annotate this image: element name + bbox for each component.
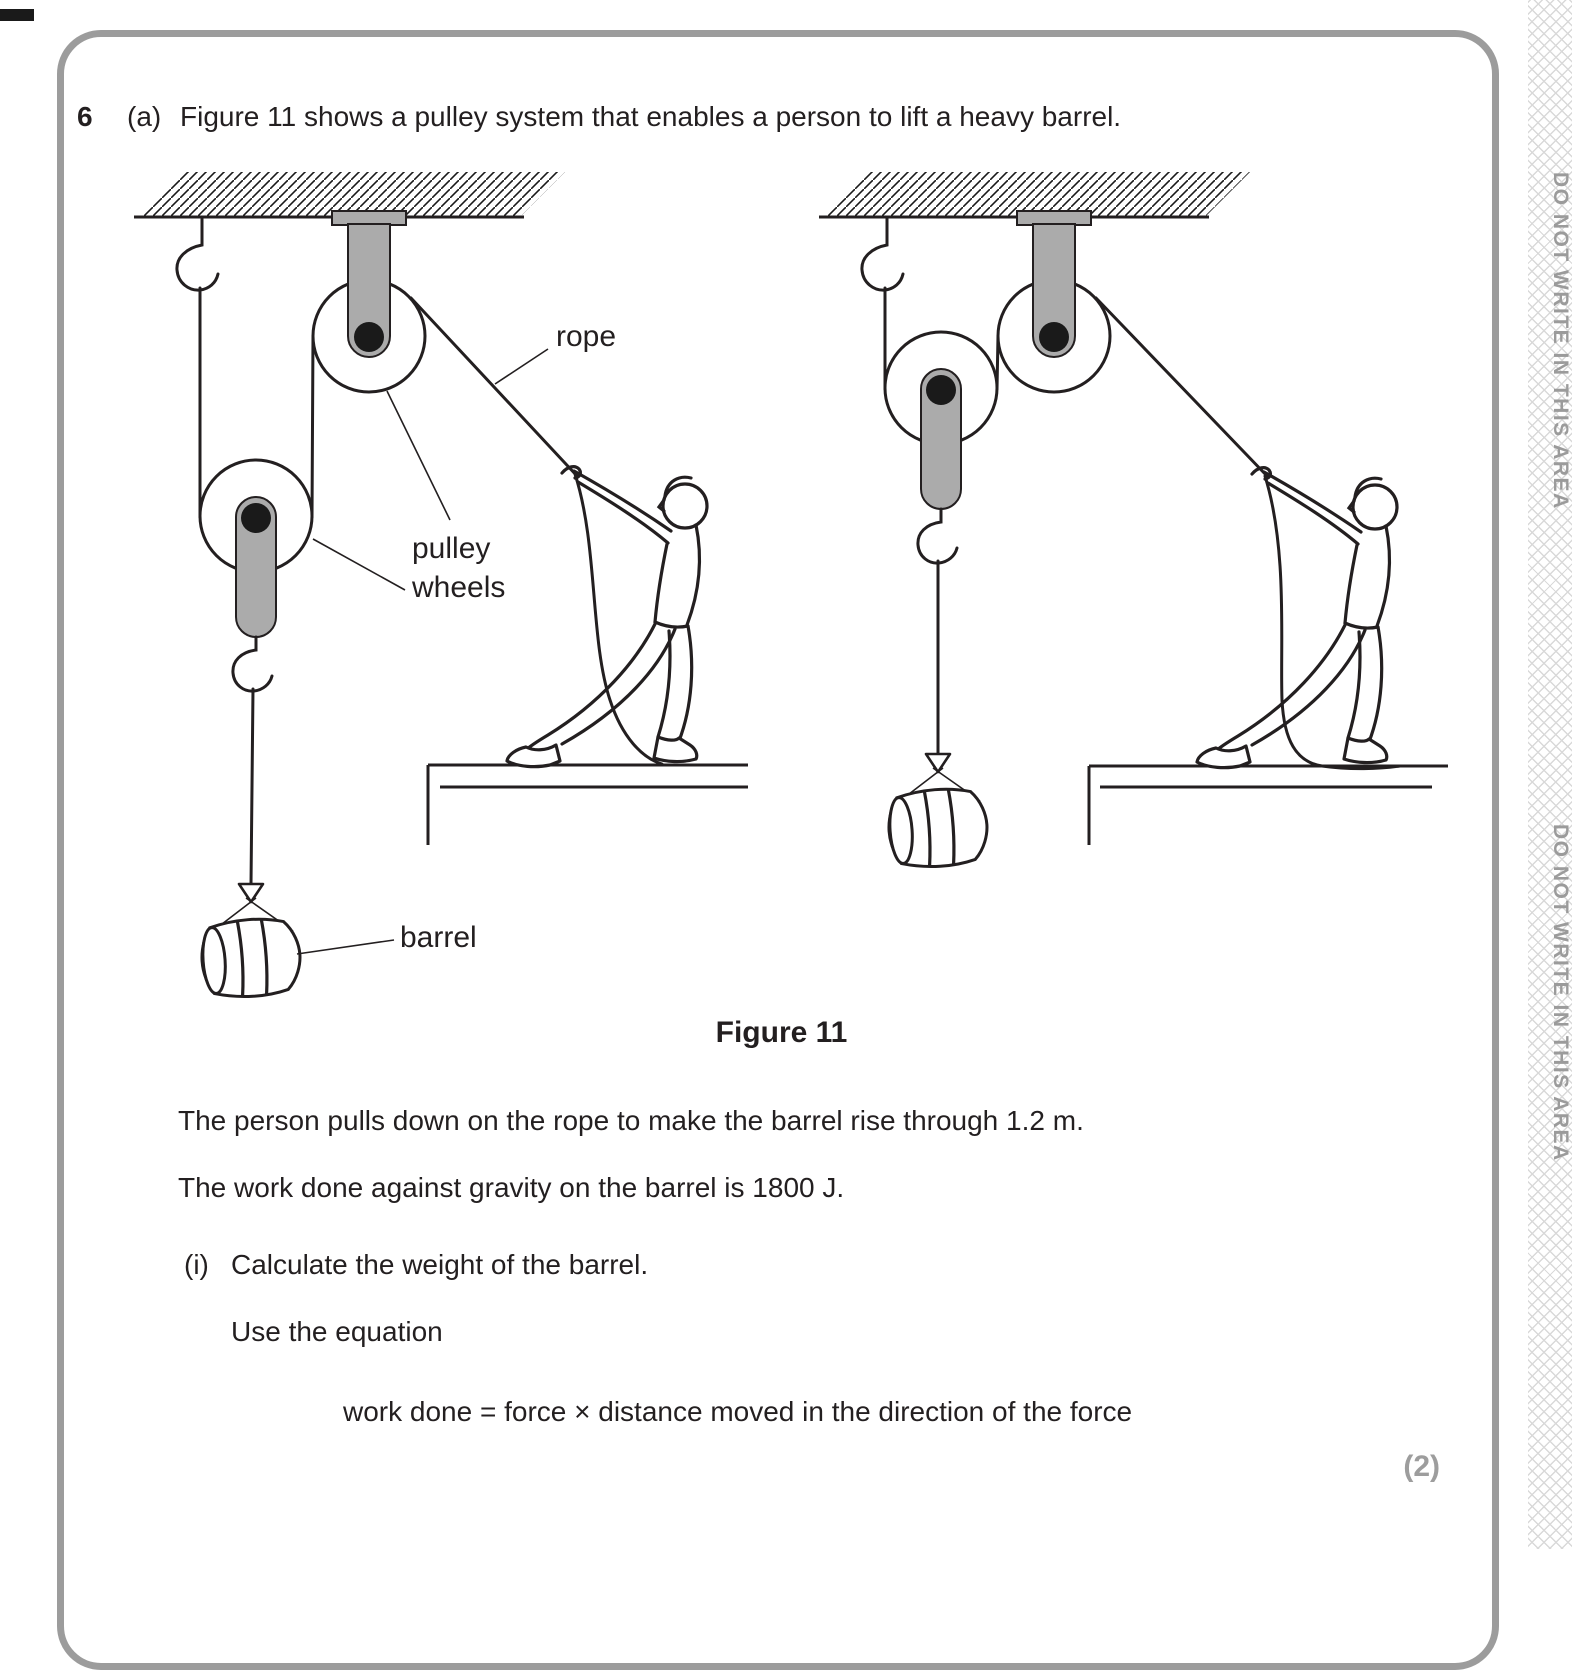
movable-pulley-left <box>198 458 314 693</box>
rope-leader-line <box>494 348 549 385</box>
pulley-wheels-label-line1: pulley <box>412 532 490 565</box>
sling-ring-left <box>237 882 265 904</box>
statement-rise: The person pulls down on the rope to mak… <box>178 1105 1084 1136</box>
pulley-leader-line-1 <box>386 390 451 521</box>
ceiling-hatch-right <box>823 172 1250 217</box>
side-text-bottom: DO NOT WRITE IN THIS AREA <box>1549 824 1572 1162</box>
barrel-left <box>197 914 305 1002</box>
sling-ring-right <box>924 752 952 774</box>
slack-rope-right <box>1263 474 1402 771</box>
rope-pull-left <box>409 296 580 479</box>
ceiling-hatch-left <box>138 172 565 217</box>
block-hook-left <box>231 635 274 693</box>
pulley-wheels-label-line2: wheels <box>411 571 505 604</box>
platform-right <box>1087 764 1448 845</box>
use-equation-text: Use the equation <box>231 1316 443 1347</box>
figure-caption: Figure 11 <box>715 1016 848 1049</box>
right-pulley-diagram <box>819 172 1448 872</box>
subpart-question: Calculate the weight of the barrel. <box>231 1249 649 1280</box>
question-prompt: Figure 11 shows a pulley system that ena… <box>180 101 1122 132</box>
fixed-pulley-left <box>311 210 427 394</box>
do-not-write-margin: DO NOT WRITE IN THIS AREA DO NOT WRITE I… <box>1528 0 1572 1549</box>
rope-label: rope <box>556 320 616 353</box>
movable-pulley-right <box>883 330 999 565</box>
ceiling-hook-left <box>175 216 220 292</box>
side-text-top: DO NOT WRITE IN THIS AREA <box>1549 172 1572 510</box>
barrel-leader-line <box>296 939 395 955</box>
statement-work-done: The work done against gravity on the bar… <box>178 1172 845 1203</box>
question-number: 6 <box>77 101 93 132</box>
left-pulley-diagram: rope pulley wheels barrel <box>134 172 748 1002</box>
marks-badge: (2) <box>1403 1450 1440 1483</box>
ceiling-hook-right <box>860 216 905 292</box>
barrel-right <box>884 784 992 872</box>
person-left <box>505 465 709 769</box>
equation-text: work done = force × distance moved in th… <box>343 1396 1133 1427</box>
question-part-label: (a) <box>127 101 162 132</box>
fixed-pulley-right <box>996 210 1112 394</box>
person-right <box>1195 466 1399 770</box>
slack-rope-left <box>573 472 664 766</box>
rope-rising-left <box>310 334 315 519</box>
block-hook-right <box>916 507 959 565</box>
rope-pull-right <box>1094 296 1270 479</box>
barrel-rope-left <box>249 687 255 886</box>
figure-11-diagram: rope pulley wheels barrel <box>134 172 1448 1002</box>
platform-left <box>426 763 748 845</box>
subpart-label: (i) <box>184 1249 209 1280</box>
print-crop-mark <box>0 9 34 21</box>
pulley-leader-line-2 <box>312 538 406 591</box>
barrel-label: barrel <box>400 921 477 954</box>
